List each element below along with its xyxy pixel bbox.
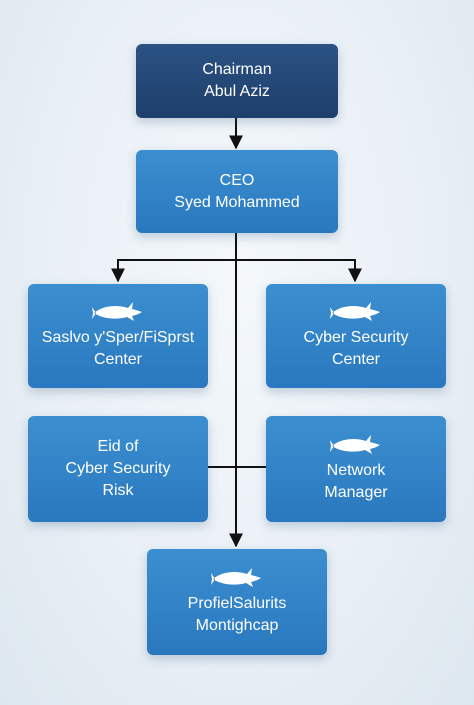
unit-right-mid-line2: Manager — [324, 484, 388, 501]
unit-bottom-line2: Montighcap — [195, 617, 279, 634]
shark-icon — [330, 434, 382, 456]
ceo-title: CEO — [219, 171, 255, 189]
unit-box-right-mid: Network Manager — [266, 416, 446, 522]
unit-box-left-top: Saslvo y'Sper/FiSprst Center — [28, 284, 208, 388]
unit-left-mid-line1: Eid of — [97, 438, 139, 455]
unit-right-mid-line1: Network — [326, 462, 386, 479]
ceo-box: CEO Syed Mohammed — [136, 150, 338, 233]
shark-icon — [211, 567, 263, 589]
unit-box-left-mid: Eid of Cyber Security Risk — [28, 416, 208, 522]
unit-bottom-line1: ProfielSalurits — [187, 595, 287, 612]
unit-left-mid-line2: Cyber Security — [65, 460, 171, 477]
ceo-name: Syed Mohammed — [174, 193, 300, 211]
unit-box-bottom: ProfielSalurits Montighcap — [147, 549, 327, 655]
unit-left-mid-line3: Risk — [102, 482, 134, 499]
chairman-box: Chairman Abul Aziz — [136, 44, 338, 118]
unit-right-top-line1: Cyber Security — [303, 329, 409, 346]
chairman-name: Abul Aziz — [204, 83, 270, 100]
shark-icon — [330, 301, 382, 323]
shark-icon — [92, 301, 144, 323]
chairman-title: Chairman — [202, 61, 272, 78]
unit-left-top-line2: Center — [93, 351, 143, 368]
unit-box-right-top: Cyber Security Center — [266, 284, 446, 388]
unit-left-top-line1: Saslvo y'Sper/FiSprst — [41, 329, 195, 346]
unit-right-top-line2: Center — [331, 351, 381, 368]
